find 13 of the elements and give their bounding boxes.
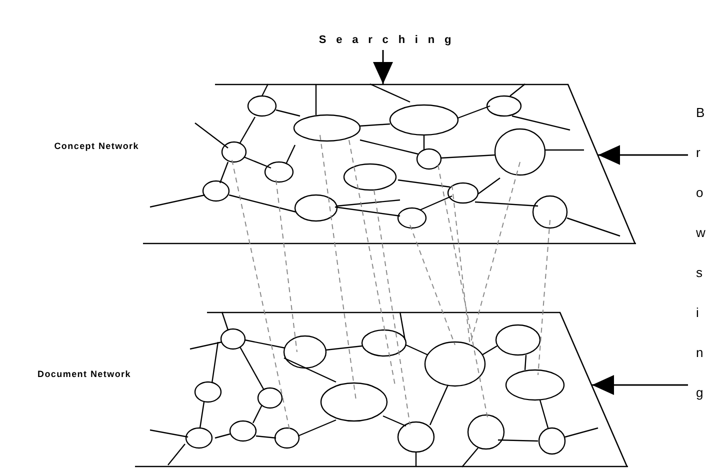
layer-label: Concept Network [54,140,139,153]
arrow [592,375,688,395]
layer-label: Document Network [37,368,131,381]
dashed-link [410,224,456,346]
heading-label: Searching [318,33,462,48]
dashed-link [538,220,550,376]
dashed-link [320,134,356,400]
arrow [598,145,688,165]
arrow [373,50,393,84]
dashed-link [276,180,298,352]
dashed-link [374,190,410,426]
dashed-link [348,140,396,386]
dashed-link [470,162,520,346]
